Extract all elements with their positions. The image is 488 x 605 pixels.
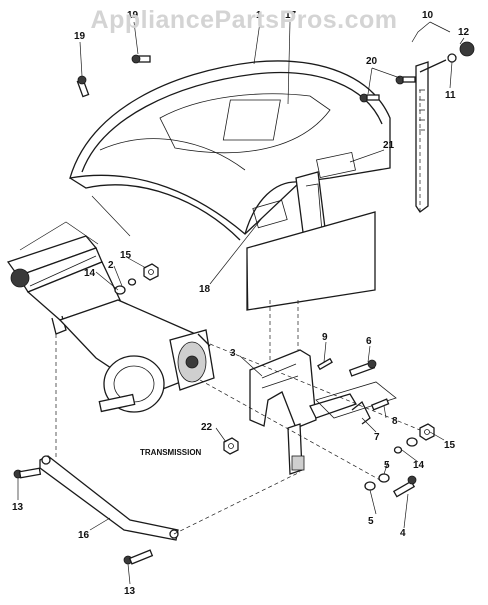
callout-12: 12 [458,27,470,38]
input-shaft [98,393,136,413]
support-bracket [249,349,357,475]
tine-hood [69,60,391,241]
stake-pin [447,53,457,63]
alignment-lines [19,90,421,535]
callout-5-upper: 5 [384,460,390,471]
bolt-4 [392,475,417,498]
stake-knob [459,41,475,57]
bolt-13-bottom [123,549,154,565]
callout-1: 1 [256,10,262,21]
callout-6: 6 [366,336,372,347]
callout-11: 11 [445,90,456,101]
callout-2: 2 [108,260,114,271]
bolt-13-left [13,467,42,479]
transmission-caption: TRANSMISSION [140,448,202,457]
bolt-6 [348,359,377,377]
hood-decal-top [222,99,281,141]
callout-17: 17 [285,10,297,21]
callout-4: 4 [400,528,406,539]
callout-10: 10 [422,10,434,21]
callout-9: 9 [322,332,328,343]
washer-14-right [393,437,418,454]
watermark-text: AppliancePartsPros.com [90,6,398,34]
washer-5-b [364,481,376,491]
washer-5-a [378,473,390,483]
callout-20: 20 [366,56,378,67]
transmission-assembly [58,299,215,413]
callout-21: 21 [383,140,395,151]
callout-13-left: 13 [12,502,24,513]
nut-15-left [143,263,159,281]
clip-7 [351,400,371,425]
callout-13-bottom: 13 [124,586,136,597]
bracket-tab [291,455,305,471]
washer-14-left [114,278,137,295]
callout-5-lower: 5 [368,516,374,527]
bolt-20-a [359,93,380,103]
rear-flap [246,211,376,311]
callout-7: 7 [374,432,380,443]
bolt-19-top [131,54,151,64]
callout-3: 3 [230,348,236,359]
pin-9 [317,357,333,371]
callout-19-left: 19 [74,31,86,42]
bolt-20-b [395,75,416,85]
depth-stake [415,41,475,213]
pin-8 [370,398,390,411]
guard-plate [315,381,397,419]
hood-decal-left [252,199,288,229]
callout-14-right: 14 [413,460,425,471]
tine-shaft-housing [6,235,121,335]
callout-labels: 1 17 19 19 20 10 12 11 21 18 15 2 14 3 9… [12,10,470,597]
callout-15-right: 15 [444,440,456,451]
callout-22: 22 [201,422,213,433]
nut-15-right [419,423,435,441]
callout-14-left: 14 [84,268,96,279]
callout-15-left: 15 [120,250,132,261]
hood-decal-right [316,151,356,179]
hitch-bar [39,455,179,541]
callout-8: 8 [392,416,398,427]
nut-22 [223,437,239,455]
leader-lines [17,21,465,585]
bolt-19-left [76,75,90,98]
callout-18: 18 [199,284,211,295]
shaft-end-cap [10,268,30,288]
callout-16: 16 [78,530,90,541]
callout-19-top: 19 [127,10,139,21]
